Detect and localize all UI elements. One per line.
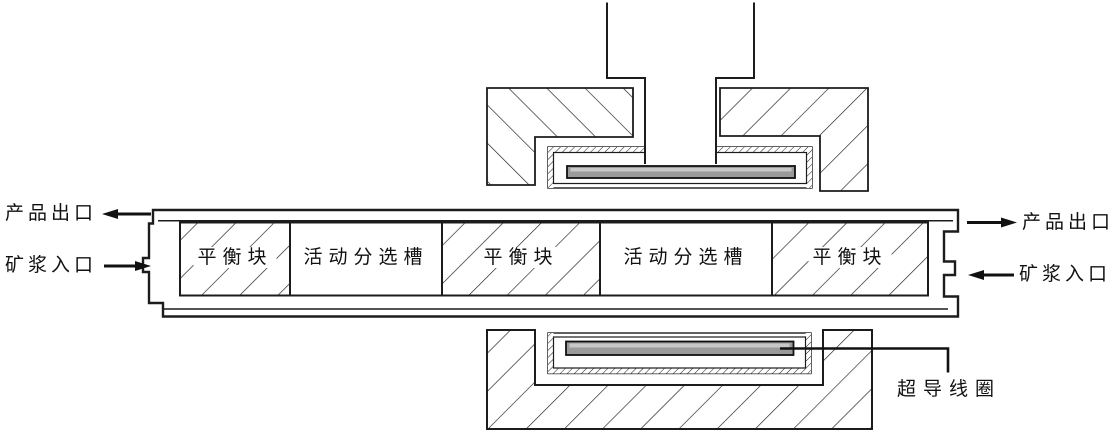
label-sorting-trough-1: 活动分选槽 <box>299 247 433 268</box>
neck-opening <box>645 140 717 165</box>
label-balance-block-3: 平衡块 <box>808 247 892 268</box>
superconducting-coil <box>565 340 795 356</box>
label-slurry-inlet-left: 矿浆入口 <box>5 255 98 276</box>
support-pipe-left <box>606 2 646 164</box>
product-outlet-arrow-left <box>102 209 151 219</box>
label-balance-block-1: 平衡块 <box>193 247 277 268</box>
top-yoke-right <box>719 87 869 192</box>
slurry-inlet-arrow-left <box>104 261 151 271</box>
label-balance-block-2: 平衡块 <box>479 247 563 268</box>
top-coil <box>566 165 796 179</box>
product-outlet-arrow-right <box>967 217 1017 228</box>
top-yoke-left <box>486 87 634 186</box>
bottom-yoke <box>486 329 873 430</box>
label-sorting-trough-2: 活动分选槽 <box>619 247 753 268</box>
label-superconducting-coil: 超导线圈 <box>897 379 1002 400</box>
label-slurry-inlet-right: 矿浆入口 <box>1019 264 1112 285</box>
label-product-outlet-left: 产品出口 <box>5 203 98 224</box>
label-product-outlet-right: 产品出口 <box>1022 212 1115 233</box>
slurry-inlet-arrow-right <box>968 270 1014 280</box>
coil-leader-line <box>780 347 950 373</box>
support-pipe-right <box>715 2 755 164</box>
